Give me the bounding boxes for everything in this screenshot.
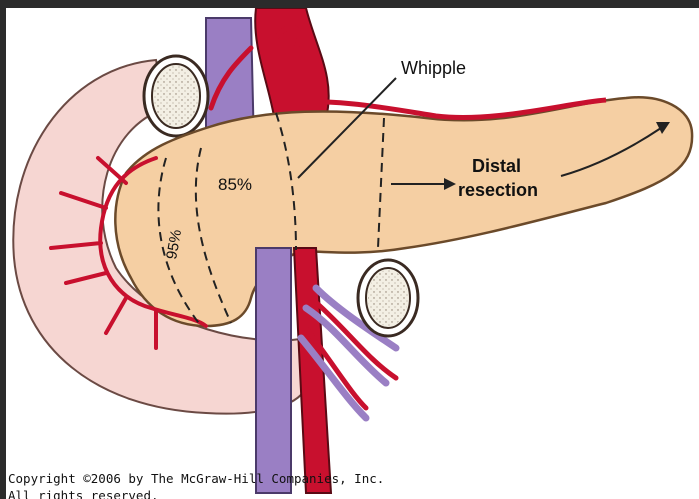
- label-85-percent: 85%: [218, 175, 252, 194]
- duodenum-upper-cut: [144, 56, 208, 136]
- whipple-label: Whipple: [401, 58, 466, 78]
- figure-panel: Whipple 85% 95% Distal resection Copyrig…: [6, 8, 699, 499]
- resection-label: resection: [458, 180, 538, 200]
- copyright-line-2: All rights reserved.: [8, 488, 159, 499]
- duodenum-lower-cut: [358, 260, 418, 336]
- copyright-line-1: Copyright ©2006 by The McGraw-Hill Compa…: [8, 471, 384, 486]
- inferior-vein: [256, 248, 291, 493]
- pancreas-resection-illustration: Whipple 85% 95% Distal resection: [6, 8, 699, 499]
- distal-label: Distal: [472, 156, 521, 176]
- copyright-notice: Copyright ©2006 by The McGraw-Hill Compa…: [8, 470, 384, 499]
